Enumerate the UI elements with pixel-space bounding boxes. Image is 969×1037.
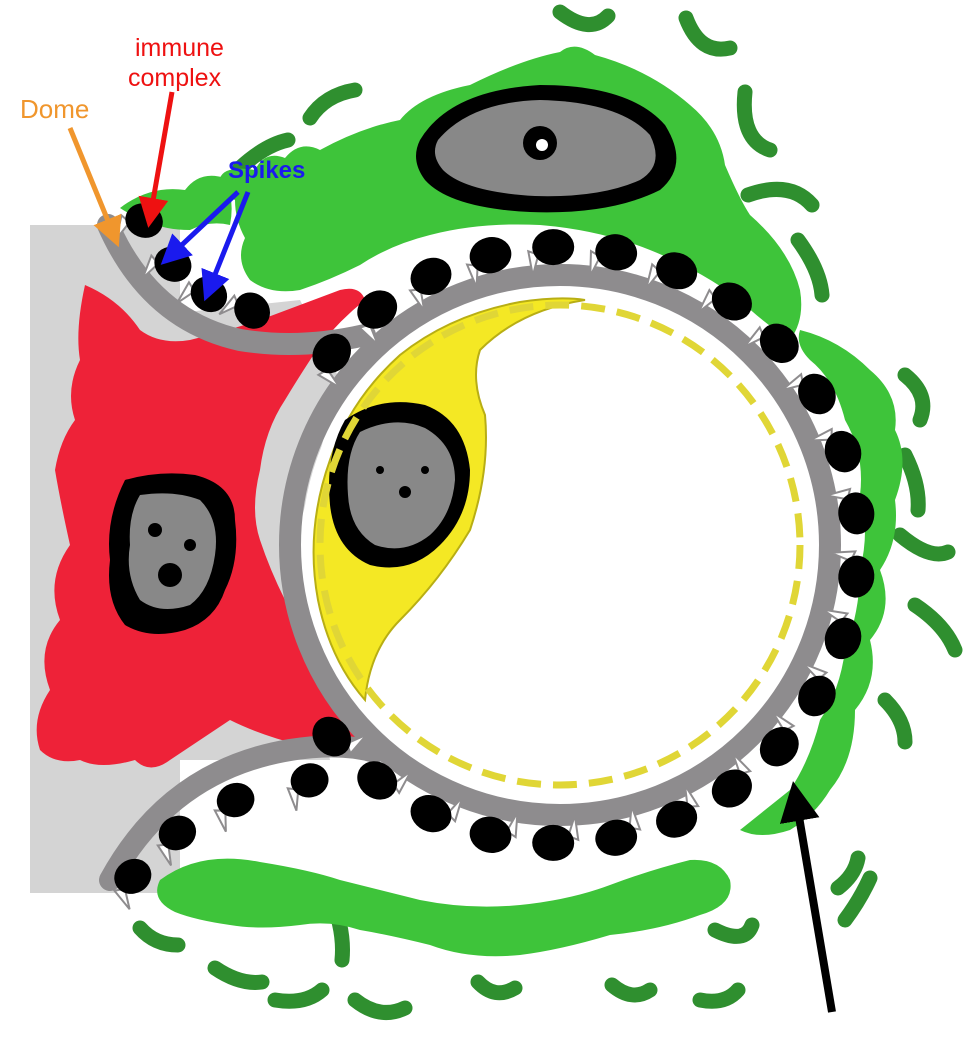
dome-label: Dome bbox=[20, 94, 89, 124]
immune-complex-label-line1: immune bbox=[135, 34, 224, 62]
dome-arrow bbox=[70, 128, 115, 238]
immune-complex-label-line2: complex bbox=[128, 64, 222, 92]
black-arrow bbox=[795, 793, 832, 1012]
podocyte-nucleolus bbox=[523, 126, 557, 160]
spikes-label: Spikes bbox=[228, 157, 305, 184]
immune-deposit bbox=[208, 778, 262, 833]
immune-deposit bbox=[284, 760, 334, 812]
podocyte-bottom bbox=[157, 859, 730, 957]
